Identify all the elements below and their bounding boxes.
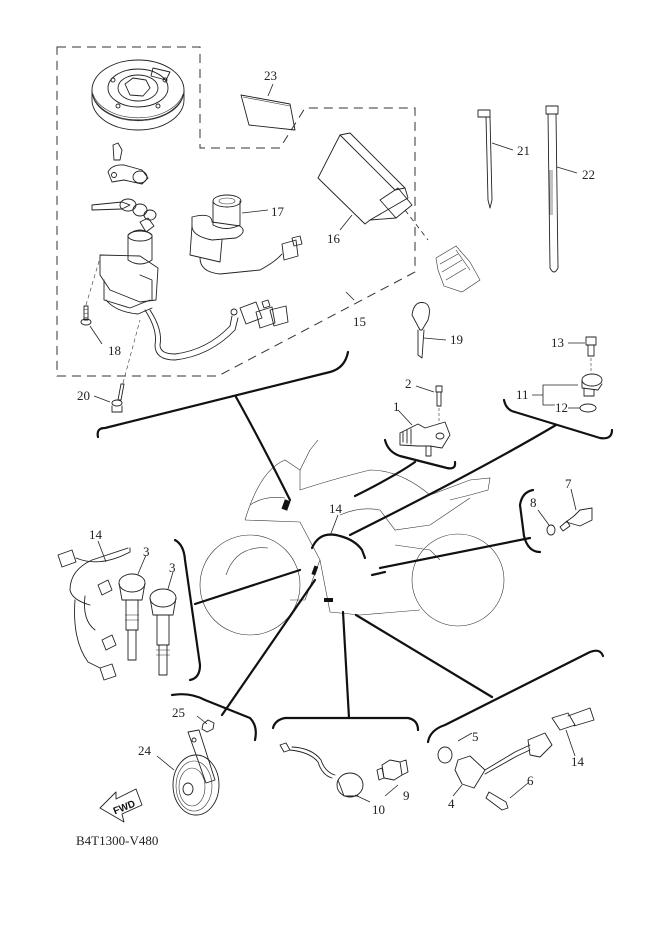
diagram-code: B4T1300-V480 — [76, 833, 158, 848]
screw-18 — [80, 257, 101, 326]
harness-markers — [281, 499, 333, 602]
callout-24: 24 — [138, 743, 152, 758]
group-brackets — [96, 350, 614, 744]
seat-lock — [107, 142, 149, 185]
motorcycle-outline — [199, 439, 505, 636]
bolt-20 — [111, 319, 141, 413]
fwd-arrow-icon: FWD — [99, 788, 143, 823]
callout-17: 17 — [271, 204, 285, 219]
ecu-module — [317, 132, 413, 225]
ignition-harness — [144, 299, 289, 361]
ecu-connector — [435, 245, 481, 293]
callout-14-center: 14 — [329, 501, 343, 516]
callout-18: 18 — [108, 343, 121, 358]
lock-set-boundary — [56, 46, 416, 377]
callout-13: 13 — [551, 335, 564, 350]
callout-20: 20 — [77, 388, 90, 403]
speed-sensor-group — [437, 707, 595, 811]
callout-1: 1 — [393, 399, 400, 414]
leader-lines — [89, 83, 585, 803]
callout-2: 2 — [405, 376, 412, 391]
callout-14-left: 14 — [89, 527, 103, 542]
callout-25: 25 — [172, 705, 185, 720]
callout-10: 10 — [372, 802, 385, 817]
callout-12: 12 — [555, 400, 568, 415]
callout-labels: 23 17 16 15 18 20 21 22 19 13 11 12 2 1 … — [77, 68, 595, 817]
immobilizer-unit — [189, 194, 303, 275]
callout-16: 16 — [327, 231, 341, 246]
fwd-label: FWD — [112, 799, 137, 818]
position-sensor-group — [579, 336, 603, 413]
wire-harness-bike — [310, 533, 387, 577]
callout-9: 9 — [403, 788, 410, 803]
temperature-sensor — [546, 507, 593, 536]
ignition-coils — [57, 547, 177, 681]
cable-tie-21 — [477, 109, 493, 209]
callout-14-right: 14 — [571, 754, 585, 769]
callout-3a: 3 — [143, 544, 150, 559]
nut-25 — [201, 719, 215, 733]
callout-7: 7 — [565, 476, 572, 491]
callout-4: 4 — [448, 796, 455, 811]
callout-21: 21 — [517, 143, 530, 158]
sensor-bracket-group — [399, 385, 451, 457]
sender-unit — [279, 742, 364, 798]
pressure-switch — [376, 759, 409, 781]
callout-6: 6 — [527, 773, 534, 788]
callout-23: 23 — [264, 68, 277, 83]
horn — [172, 729, 220, 816]
callout-8: 8 — [530, 495, 537, 510]
label-plate — [240, 94, 296, 131]
callout-22: 22 — [582, 167, 595, 182]
callout-15: 15 — [353, 314, 366, 329]
callout-11: 11 — [516, 387, 529, 402]
fuel-cap — [91, 59, 185, 131]
callout-3b: 3 — [169, 560, 176, 575]
ignition-switch — [91, 198, 159, 315]
key-blank — [411, 302, 430, 359]
callout-19: 19 — [450, 332, 463, 347]
cable-tie-22 — [545, 105, 559, 273]
callout-5: 5 — [472, 729, 479, 744]
